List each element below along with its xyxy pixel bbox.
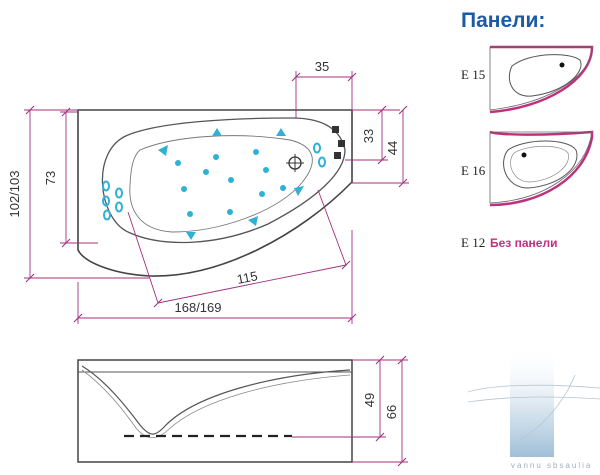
jet — [259, 191, 265, 197]
side-view: 49 66 — [77, 355, 408, 467]
jet-arrow — [186, 232, 196, 240]
dim-depth: 102/103 — [7, 171, 22, 218]
jet — [213, 154, 219, 160]
jet-arrow — [158, 145, 168, 156]
nozzle — [102, 180, 110, 192]
jet — [227, 209, 233, 215]
panel-e16-code: E 16 — [461, 163, 486, 178]
panel-e16-outline — [489, 130, 594, 207]
nozzle — [318, 156, 326, 168]
panel-e15-drain — [559, 62, 565, 68]
jet-arrow — [212, 128, 222, 136]
dimension-ticks — [25, 72, 408, 323]
jet — [263, 167, 269, 173]
control-button — [332, 126, 339, 133]
panel-e16-basin-inner — [510, 145, 569, 183]
panel-e12-code: E 12 — [461, 235, 485, 250]
jet — [203, 169, 209, 175]
dim-control-height: 33 — [361, 129, 376, 143]
nozzle — [103, 209, 111, 221]
headrest-nozzles-right — [313, 142, 326, 168]
jet-arrows — [158, 128, 304, 240]
side-basin-profile — [81, 365, 351, 435]
dim-inner-depth: 73 — [43, 171, 58, 185]
panel-e16-basin — [503, 140, 578, 189]
panel-e12-note: Без панели — [490, 236, 557, 250]
panels-title: Панели: — [461, 9, 545, 32]
control-button — [338, 140, 345, 147]
panel-e15-basin — [508, 54, 582, 97]
side-outer-outline — [77, 359, 353, 463]
panel-e16-rim — [489, 131, 593, 204]
panel-e16: E 16 — [461, 130, 594, 207]
headrest-nozzles-left — [102, 180, 123, 221]
panels-section: Панели: E 15 E 16 E 12 Без панели — [461, 9, 594, 250]
tub-inner-basin — [101, 117, 346, 244]
jet-arrow — [276, 128, 286, 136]
dim-width: 168/169 — [175, 300, 222, 315]
nozzle — [115, 201, 123, 213]
nozzle — [102, 195, 110, 207]
tub-outer-outline — [77, 109, 353, 277]
panel-e15-code: E 15 — [461, 67, 485, 82]
panel-e16-drain — [521, 152, 527, 158]
jet-arrow — [294, 186, 304, 196]
panel-e15-rim — [489, 46, 593, 111]
jet — [181, 186, 187, 192]
side-basin-profile-inner — [81, 369, 351, 439]
jet — [175, 160, 181, 166]
dim-corner-offset: 35 — [315, 59, 329, 74]
dimension-lines — [24, 71, 409, 324]
dim-inner-length: 115 — [236, 268, 259, 287]
watermark-text: vannu sbsaulia — [511, 461, 592, 470]
panel-e15: E 15 — [461, 45, 594, 114]
jet — [280, 185, 286, 191]
control-panel-buttons — [332, 126, 345, 159]
nozzle — [313, 142, 321, 154]
dim-total-height: 66 — [384, 405, 399, 419]
control-button — [334, 152, 341, 159]
top-view: 102/103 73 168/169 115 35 33 44 — [7, 59, 409, 324]
panel-e15-outline — [489, 45, 594, 114]
jet-arrow — [248, 216, 258, 226]
tub-inner-line — [129, 135, 313, 233]
dim-inner-height: 49 — [362, 393, 377, 407]
drain-icon — [286, 154, 304, 172]
jet — [253, 149, 259, 155]
dim-control-depth: 44 — [385, 141, 400, 155]
side-dimension-ticks — [375, 355, 407, 467]
nozzle — [115, 187, 123, 199]
jet — [187, 211, 193, 217]
jet — [228, 177, 234, 183]
jets — [175, 149, 286, 217]
watermark-logo: vannu sbsaulia — [467, 345, 600, 470]
